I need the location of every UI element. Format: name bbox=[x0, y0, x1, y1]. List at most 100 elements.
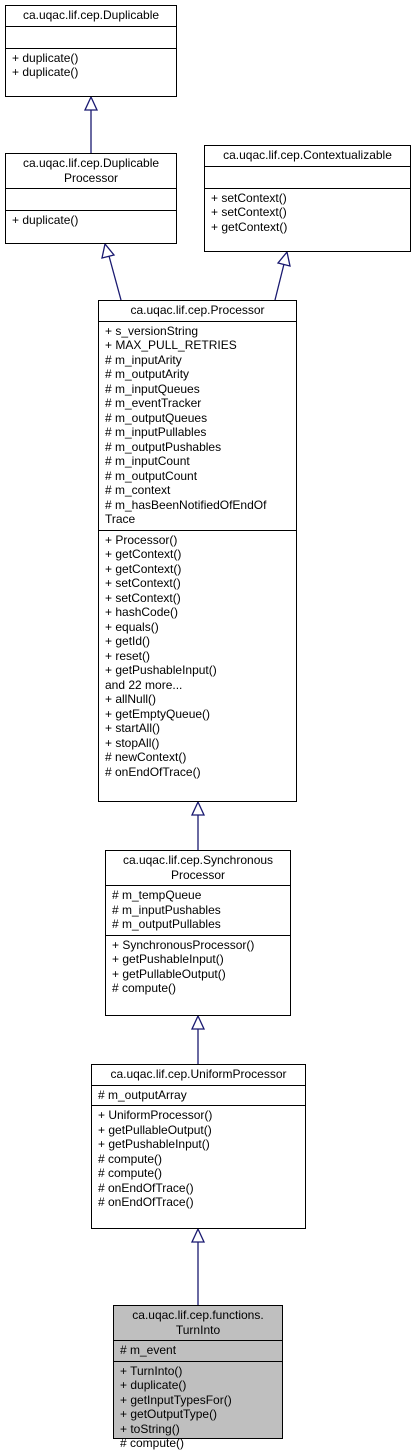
class-name: ca.uqac.lif.cep.UniformProcessor bbox=[92, 1065, 305, 1086]
method-getemptyqueue: + getEmptyQueue() bbox=[105, 706, 211, 721]
attribute-s-versionstring: + s_versionString bbox=[105, 323, 199, 338]
attribute-m-event: # m_event bbox=[120, 1343, 177, 1357]
attribute-m-hasbeennotifiedofendof: # m_hasBeenNotifiedOfEndOf bbox=[105, 497, 267, 512]
method-compute: # compute() bbox=[98, 1166, 163, 1180]
class-name-line: Processor bbox=[170, 867, 226, 882]
class-name: ca.uqac.lif.cep.functions.TurnInto bbox=[114, 1306, 282, 1341]
arrowhead-contextualizable bbox=[276, 250, 291, 267]
method-getpushableinput: + getPushableInput() bbox=[105, 663, 217, 677]
method-startall: + startAll() bbox=[105, 721, 161, 735]
class-name-line: ca.uqac.lif.cep.Synchronous bbox=[122, 853, 274, 867]
method-duplicate: + duplicate() bbox=[120, 1378, 187, 1392]
method-getcontext: + getContext() bbox=[211, 219, 288, 234]
method-equals: + equals() bbox=[105, 619, 159, 634]
class-name: ca.uqac.lif.cep.Processor bbox=[99, 301, 296, 322]
attribute-m-inputarity: # m_inputArity bbox=[105, 352, 182, 367]
class-processor[interactable]: ca.uqac.lif.cep.Processor+ s_versionStri… bbox=[98, 300, 297, 802]
attribute-m-inputpushables: # m_inputPushables bbox=[112, 902, 221, 917]
method-onendoftrace: # onEndOfTrace() bbox=[98, 1180, 194, 1195]
arrowhead-duplicable bbox=[83, 95, 99, 111]
attributes-section bbox=[205, 167, 410, 189]
methods-section: + setContext()+ setContext()+ getContext… bbox=[205, 189, 410, 238]
class-contextualizable[interactable]: ca.uqac.lif.cep.Contextualizable + setCon… bbox=[204, 145, 411, 252]
methods-section: + TurnInto()+ duplicate()+ getInputTypes… bbox=[114, 1362, 282, 1454]
edge-processor-to-contextualizable bbox=[274, 263, 285, 301]
method-getoutputtype: + getOutputType() bbox=[120, 1407, 218, 1421]
attribute-m-inputqueues: # m_inputQueues bbox=[105, 381, 200, 396]
method-getpushableinput: + getPushableInput() bbox=[98, 1137, 210, 1151]
attribute-m-outputpullables: # m_outputPullables bbox=[112, 917, 221, 931]
methods-section: + duplicate()+ duplicate() bbox=[6, 49, 176, 83]
method-allnull: + allNull() bbox=[105, 692, 157, 706]
class-name-line: ca.uqac.lif.cep.Duplicable bbox=[22, 156, 160, 170]
class-name: ca.uqac.lif.cep.Duplicable bbox=[6, 6, 176, 27]
edge-processor-to-duplicableprocessor bbox=[108, 255, 122, 301]
class-name-line: Processor bbox=[63, 170, 119, 185]
attribute-m-outputarity: # m_outputArity bbox=[105, 367, 190, 381]
attribute-m-inputcount: # m_inputCount bbox=[105, 454, 190, 468]
method-and-22-more: and 22 more... bbox=[105, 677, 183, 692]
attribute-m-outputcount: # m_outputCount bbox=[105, 468, 198, 483]
method-getpullableoutput: + getPullableOutput() bbox=[98, 1122, 212, 1137]
attribute-m-context: # m_context bbox=[105, 483, 171, 497]
attribute-m-tempqueue: # m_tempQueue bbox=[112, 888, 202, 902]
method-getcontext: + getContext() bbox=[105, 561, 182, 576]
attribute-trace: Trace bbox=[105, 512, 136, 526]
attribute-m-inputpullables: # m_inputPullables bbox=[105, 425, 207, 439]
class-name: ca.uqac.lif.cep.Contextualizable bbox=[205, 146, 410, 167]
method-tostring: + toString() bbox=[120, 1421, 180, 1436]
method-onendoftrace: # onEndOfTrace() bbox=[105, 764, 201, 779]
arrowhead-duplicableprocessor bbox=[101, 242, 116, 259]
method-onendoftrace: # onEndOfTrace() bbox=[98, 1195, 194, 1209]
method-synchronousprocessor: + SynchronousProcessor() bbox=[112, 937, 255, 952]
attributes-section: + s_versionString+ MAX_PULL_RETRIES# m_i… bbox=[99, 322, 296, 531]
method-getpullableoutput: + getPullableOutput() bbox=[112, 966, 226, 981]
method-reset: + reset() bbox=[105, 648, 151, 663]
method-setcontext: + setContext() bbox=[211, 190, 287, 205]
method-duplicate: + duplicate() bbox=[12, 65, 79, 79]
method-getid: + getId() bbox=[105, 634, 151, 648]
method-uniformprocessor: + UniformProcessor() bbox=[98, 1108, 213, 1122]
method-getpushableinput: + getPushableInput() bbox=[112, 952, 224, 966]
class-name-line: ca.uqac.lif.cep.Contextualizable bbox=[223, 148, 392, 162]
method-hashcode: + hashCode() bbox=[105, 605, 179, 619]
attributes-section: # m_outputArray bbox=[92, 1086, 305, 1106]
method-processor: + Processor() bbox=[105, 532, 178, 547]
attributes-section bbox=[6, 189, 176, 211]
class-name-line: ca.uqac.lif.cep.UniformProcessor bbox=[110, 1067, 287, 1081]
method-setcontext: + setContext() bbox=[211, 205, 287, 219]
method-duplicate: + duplicate() bbox=[12, 50, 79, 65]
class-uniform-processor[interactable]: ca.uqac.lif.cep.UniformProcessor # m_outp… bbox=[91, 1064, 306, 1229]
arrowhead-uniform bbox=[190, 1227, 206, 1243]
attribute-m-outputqueues: # m_outputQueues bbox=[105, 410, 208, 425]
attribute-max-pull-retries: + MAX_PULL_RETRIES bbox=[105, 338, 237, 352]
class-name-line: ca.uqac.lif.cep.functions. bbox=[132, 1308, 264, 1322]
class-duplicable[interactable]: ca.uqac.lif.cep.Duplicable + duplicate()+… bbox=[5, 5, 177, 97]
method-setcontext: + setContext() bbox=[105, 576, 181, 590]
method-compute: # compute() bbox=[98, 1151, 163, 1166]
arrowhead-processor bbox=[190, 800, 206, 816]
class-turninto[interactable]: ca.uqac.lif.cep.functions.TurnInto # m_ev… bbox=[113, 1305, 283, 1450]
methods-section: + Processor()+ getContext()+ getContext(… bbox=[99, 531, 296, 783]
method-getcontext: + getContext() bbox=[105, 547, 182, 561]
method-newcontext: # newContext() bbox=[105, 750, 187, 764]
class-name-line: ca.uqac.lif.cep.Duplicable bbox=[22, 8, 160, 22]
attribute-m-eventtracker: # m_eventTracker bbox=[105, 396, 202, 410]
method-compute: # compute() bbox=[120, 1436, 185, 1450]
methods-section: + duplicate() bbox=[6, 211, 176, 231]
method-setcontext: + setContext() bbox=[105, 590, 181, 605]
attributes-section: # m_event bbox=[114, 1341, 282, 1362]
attributes-section: # m_tempQueue# m_inputPushables# m_outpu… bbox=[106, 886, 290, 936]
method-turninto: + TurnInto() bbox=[120, 1363, 183, 1378]
method-getinputtypesfor: + getInputTypesFor() bbox=[120, 1392, 232, 1407]
class-name-line: TurnInto bbox=[175, 1322, 221, 1337]
arrowhead-synchronous bbox=[190, 1014, 206, 1030]
methods-section: + UniformProcessor()+ getPullableOutput(… bbox=[92, 1106, 305, 1213]
methods-section: + SynchronousProcessor()+ getPushableInp… bbox=[106, 936, 290, 999]
attributes-section bbox=[6, 27, 176, 49]
